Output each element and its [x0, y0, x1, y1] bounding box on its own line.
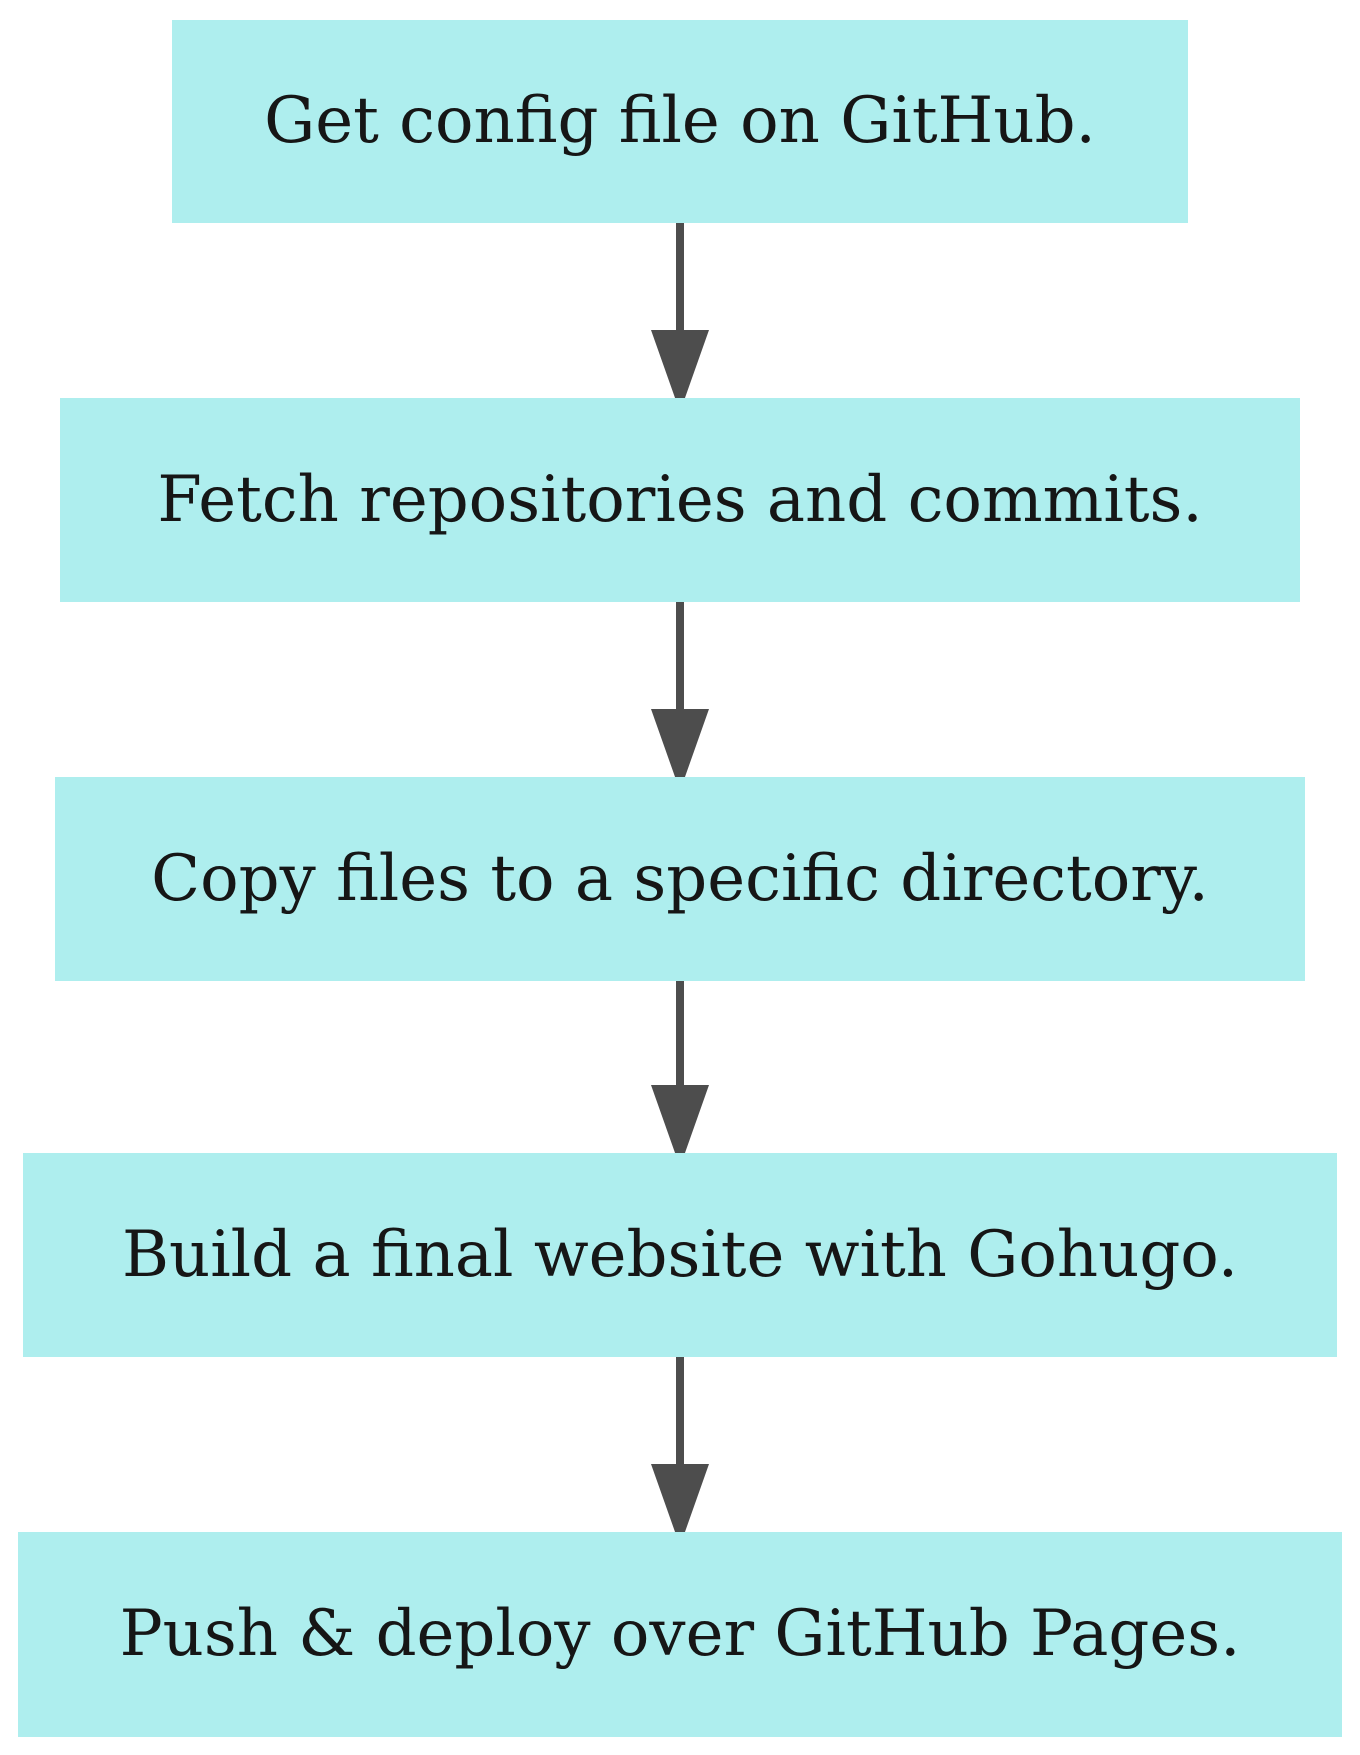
node-label: Push & deploy over GitHub Pages. — [119, 1597, 1241, 1672]
node-label: Build a final website with Gohugo. — [121, 1217, 1239, 1292]
node-label: Fetch repositories and commits. — [157, 462, 1203, 537]
flow-node-push-deploy: Push & deploy over GitHub Pages. — [18, 1532, 1342, 1737]
node-label: Get config file on GitHub. — [264, 84, 1096, 159]
arrow-line — [676, 602, 684, 715]
arrow-line — [676, 981, 684, 1091]
arrow-line — [676, 1357, 684, 1470]
flow-node-fetch-repositories: Fetch repositories and commits. — [60, 398, 1300, 602]
flow-node-get-config: Get config file on GitHub. — [172, 20, 1188, 223]
arrow-line — [676, 223, 684, 336]
flow-node-build-website: Build a final website with Gohugo. — [23, 1153, 1337, 1357]
flow-node-copy-files: Copy files to a specific directory. — [55, 777, 1305, 981]
node-label: Copy files to a specific directory. — [151, 841, 1209, 916]
